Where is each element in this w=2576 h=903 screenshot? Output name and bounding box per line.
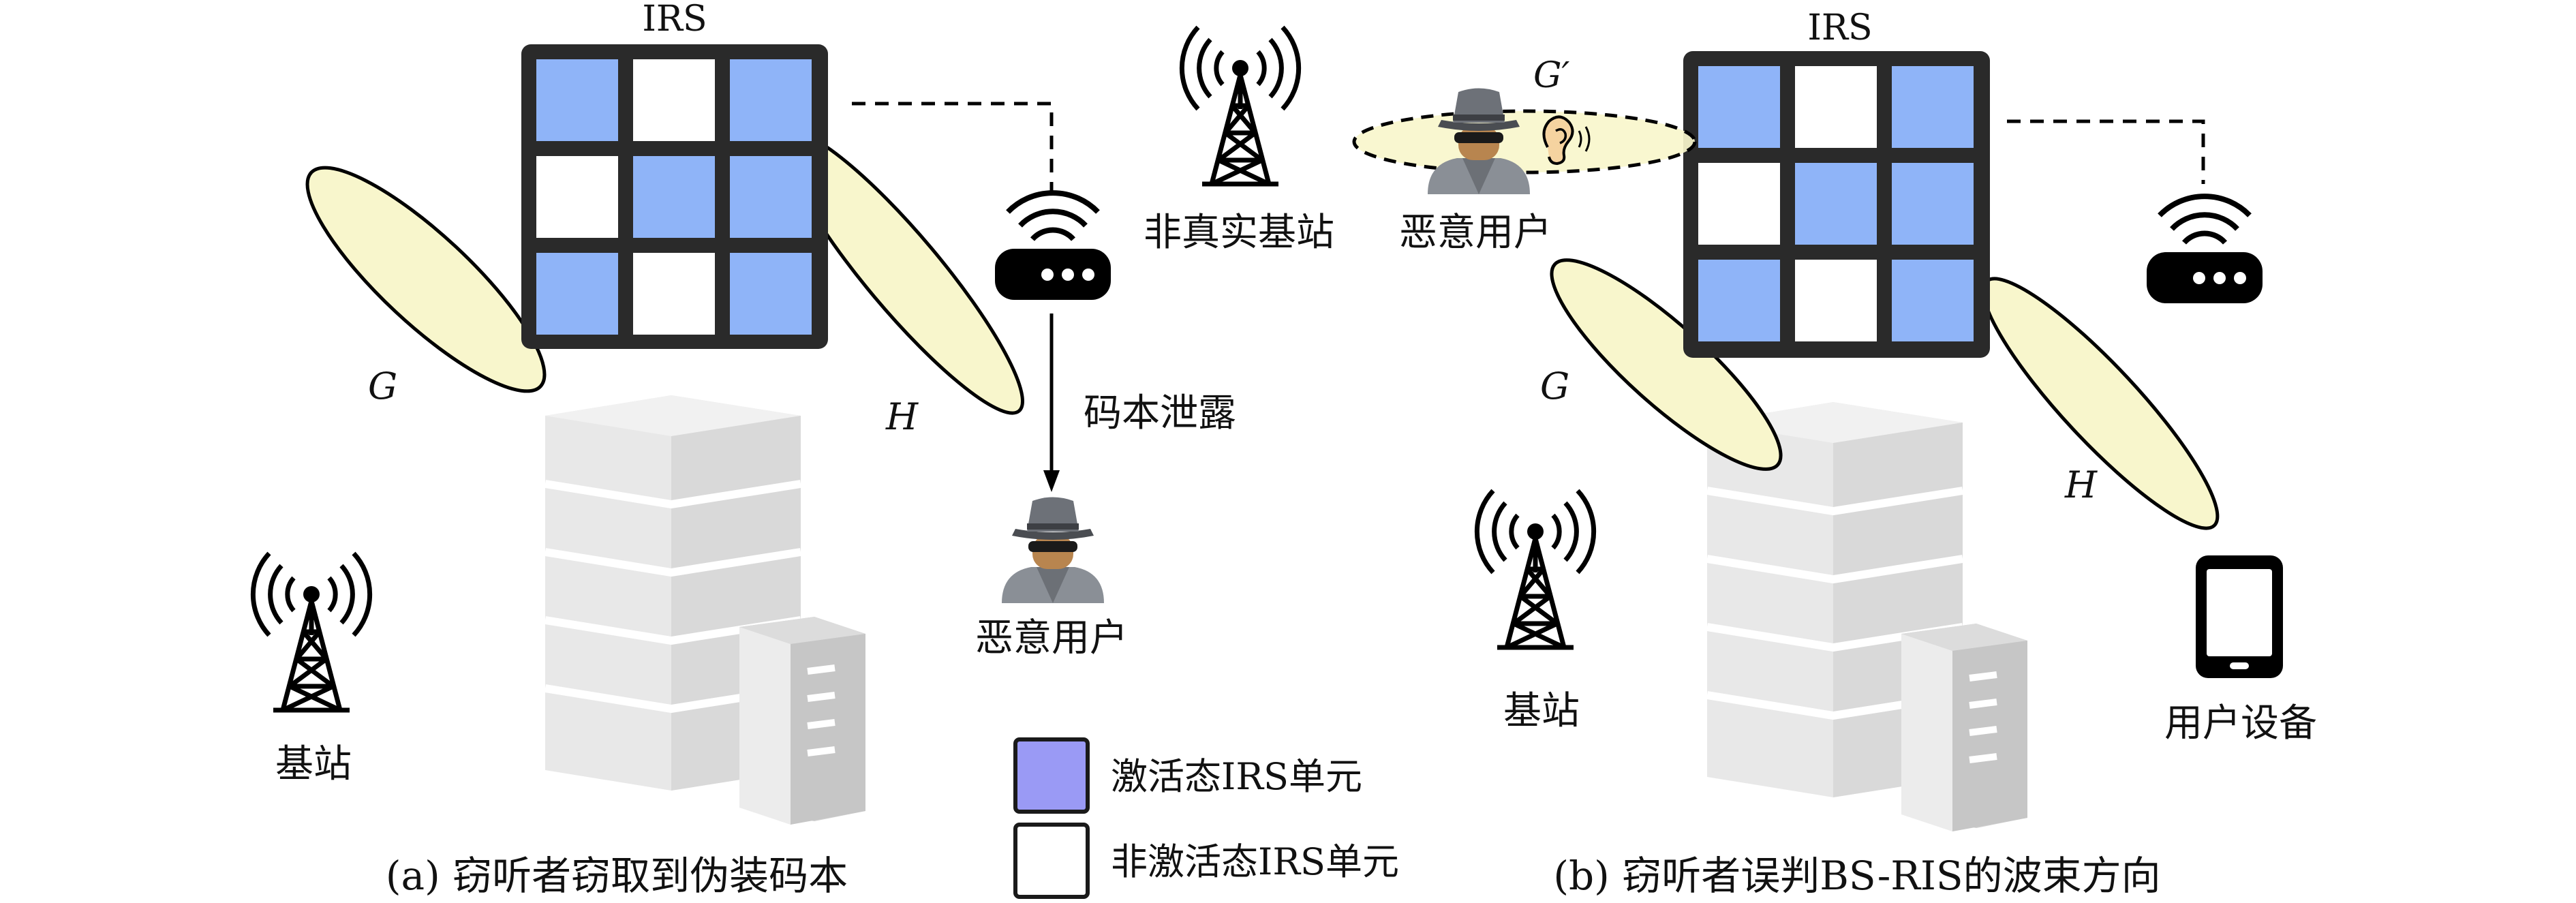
irs-panel-b (1683, 51, 1990, 358)
user-device-label: 用户设备 (2164, 701, 2317, 746)
fake-base-station-icon (1182, 27, 1298, 184)
irs-cell-inactive (536, 156, 618, 238)
irs-cell-active (1892, 260, 1974, 341)
legend-active-label: 激活态IRS单元 (1111, 755, 1362, 798)
malicious-user-label: 恶意用户 (975, 616, 1128, 660)
caption-a: (a) 窃听者窃取到伪装码本 (386, 853, 848, 899)
base-station-icon (1477, 491, 1593, 647)
beam-g-prime (1352, 109, 1697, 174)
irs-cell-inactive (1698, 163, 1780, 245)
irs-cell-active (1892, 163, 1974, 245)
irs-cell-active (633, 156, 715, 238)
irs-cell-inactive (633, 59, 715, 141)
irs-panel-a (521, 44, 828, 349)
legend-inactive-label: 非激活态IRS单元 (1111, 840, 1399, 883)
channel-h-label: H (885, 395, 919, 438)
panel-b: 非真实基站 IRS 恶意用户 G′ 基站 用户设备 G H (b) 窃听者误判B… (1144, 7, 2317, 899)
spy-icon (1002, 497, 1104, 603)
channel-g-label: G (368, 365, 397, 408)
base-station-icon (253, 553, 369, 710)
legend-inactive-swatch (1013, 823, 1090, 899)
irs-cell-active (1698, 66, 1780, 148)
leak-label: 码本泄露 (1084, 391, 1236, 435)
router-icon (995, 193, 1111, 300)
irs-cell-active (536, 253, 618, 335)
irs-cell-active (1795, 163, 1877, 245)
legend-active-swatch (1013, 737, 1090, 814)
base-station-label: 基站 (1503, 689, 1580, 733)
irs-cell-active (730, 253, 812, 335)
panel-a: IRS 码本泄露 恶意用户 基站 G H (a) 窃听者窃取到伪装码本 (253, 0, 1236, 899)
beam-g-a (305, 166, 547, 393)
channel-g-label: G (1540, 365, 1569, 408)
channel-h-label: H (2064, 463, 2098, 506)
irs-label: IRS (1807, 7, 1872, 48)
malicious-user-label: 恶意用户 (1399, 211, 1552, 255)
irs-cell-active (1698, 260, 1780, 341)
control-link-a (852, 102, 1054, 194)
fake-base-station-label: 非真实基站 (1144, 211, 1334, 255)
legend: 激活态IRS单元 非激活态IRS单元 (1013, 737, 1399, 899)
control-link-b (2007, 119, 2205, 184)
irs-cell-active (536, 59, 618, 141)
irs-cell-inactive (633, 253, 715, 335)
irs-cell-active (730, 59, 812, 141)
irs-cell-inactive (1795, 66, 1877, 148)
channel-g-prime-label: G′ (1533, 55, 1570, 96)
base-station-label: 基站 (275, 742, 352, 786)
irs-label: IRS (642, 0, 707, 40)
phone-icon (2196, 555, 2283, 678)
building-icon (545, 395, 865, 825)
irs-cell-inactive (1795, 260, 1877, 341)
leak-arrowhead (1043, 470, 1060, 492)
irs-cell-active (1892, 66, 1974, 148)
router-icon (2147, 196, 2263, 303)
irs-cell-active (730, 156, 812, 238)
caption-b: (b) 窃听者误判BS-RIS的波束方向 (1553, 853, 2160, 899)
